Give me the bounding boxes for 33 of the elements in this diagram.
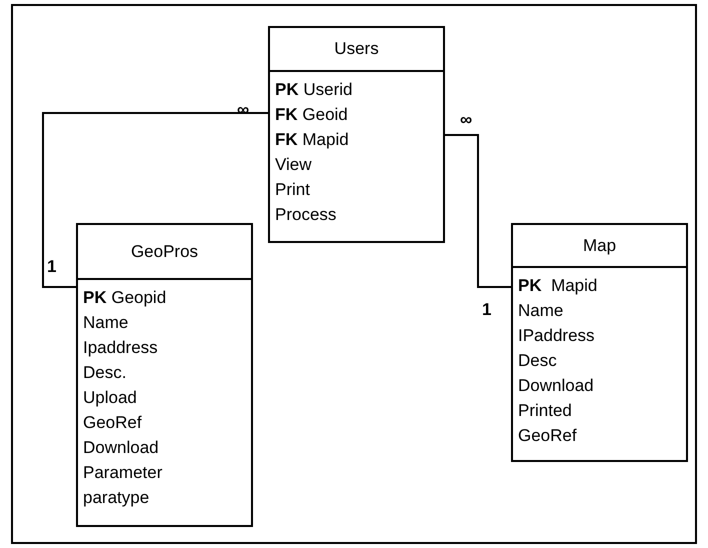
field-name: GeoRef	[518, 425, 577, 447]
field-name: FK Mapid	[275, 129, 349, 151]
table-header: Users	[270, 28, 443, 72]
entity-table	[511, 223, 688, 462]
field-name: Name	[83, 312, 128, 334]
field-name: Desc	[518, 350, 557, 372]
cardinality-label: 1	[482, 300, 492, 320]
field-name: Process	[275, 204, 336, 226]
cardinality-label: 1	[47, 257, 56, 277]
field-name: Ipaddress	[83, 337, 158, 359]
relationship-line	[445, 134, 511, 288]
field-name: PK Geopid	[83, 287, 166, 309]
field-name: View	[275, 154, 312, 176]
field-name: PK Userid	[275, 79, 352, 101]
field-name: GeoRef	[83, 412, 142, 434]
entity-table	[268, 26, 445, 243]
field-name: Printed	[518, 400, 572, 422]
relationship-line	[42, 112, 268, 288]
field-name: paratype	[83, 487, 150, 509]
field-name: Download	[518, 375, 594, 397]
table-header: Map	[513, 225, 686, 268]
field-name: Parameter	[83, 462, 162, 484]
field-name: Desc.	[83, 362, 126, 384]
entity-table	[76, 223, 253, 527]
field-name: Upload	[83, 387, 137, 409]
field-name: Download	[83, 437, 159, 459]
field-name: Name	[518, 300, 564, 322]
field-name: PK Mapid	[518, 275, 598, 297]
field-name: FK Geoid	[275, 104, 348, 126]
field-name: IPaddress	[518, 325, 595, 347]
field-name: Print	[275, 179, 310, 201]
table-header: GeoPros	[78, 225, 251, 280]
cardinality-label: ∞	[460, 110, 472, 130]
